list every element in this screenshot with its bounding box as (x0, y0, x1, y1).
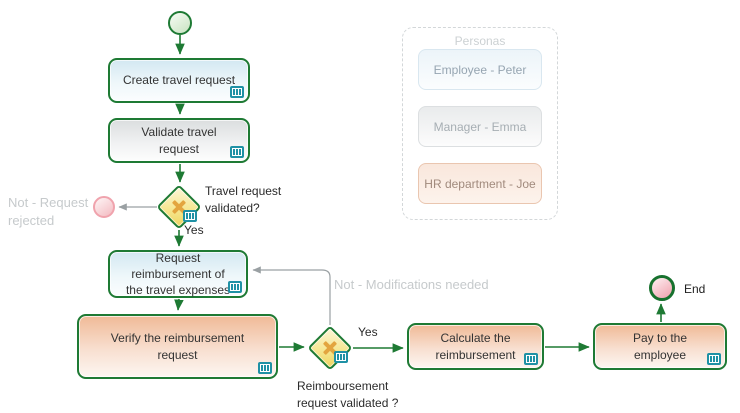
start-event[interactable] (168, 11, 192, 35)
task-validate-travel-request[interactable]: Validate travel request (108, 118, 250, 163)
task-verify-reimbursement[interactable]: Verify the reimbursement request (77, 314, 278, 379)
table-icon (230, 146, 244, 158)
task-label: Pay to the employee (632, 331, 688, 362)
gateway-question-label: Travel request validated? (205, 184, 282, 215)
task-label: Verify the reimbursement request (110, 331, 245, 362)
task-label: Validate travel request (141, 125, 217, 156)
end-event[interactable] (649, 275, 675, 301)
rejected-end-event[interactable] (93, 196, 115, 218)
table-icon (228, 281, 242, 293)
task-pay-employee[interactable]: Pay to the employee (593, 323, 727, 370)
edge-request-to-verify (174, 298, 184, 311)
edge-gateway2-no-feedback (252, 266, 331, 325)
task-create-travel-request[interactable]: Create travel request (108, 58, 250, 103)
task-label: Create travel request (122, 73, 236, 88)
personas-title: Personas (454, 34, 506, 48)
end-event-label: End (684, 282, 706, 296)
persona-employee[interactable]: Employee - Peter (418, 49, 542, 90)
persona-label: Manager - Emma (433, 119, 527, 134)
table-icon (707, 353, 721, 365)
task-calculate-reimbursement[interactable]: Calculate the reimbursement (407, 323, 544, 370)
task-label: Request reimbursement of the travel expe… (125, 250, 231, 298)
edge-label-not-request-rejected: Not - Request rejected (8, 195, 89, 229)
personas-panel: Personas Employee - Peter Manager - Emma… (402, 27, 558, 220)
table-icon (183, 210, 197, 222)
persona-label: HR department - Joe (424, 176, 536, 191)
table-icon (334, 351, 348, 363)
table-icon (258, 362, 272, 374)
persona-label: Employee - Peter (433, 62, 527, 77)
edge-label-not-modifications-needed: Not - Modifications needed (334, 277, 489, 292)
edge-label-yes: Yes (358, 325, 378, 339)
task-label: Calculate the reimbursement (435, 331, 516, 362)
persona-hr[interactable]: HR department - Joe (418, 163, 542, 204)
table-icon (524, 353, 538, 365)
edge-label-yes: Yes (184, 223, 204, 237)
task-request-reimbursement[interactable]: Request reimbursement of the travel expe… (108, 250, 248, 298)
gateway-question-label: Reimboursement request validated ? (297, 379, 399, 410)
table-icon (230, 86, 244, 98)
persona-manager[interactable]: Manager - Emma (418, 106, 542, 147)
